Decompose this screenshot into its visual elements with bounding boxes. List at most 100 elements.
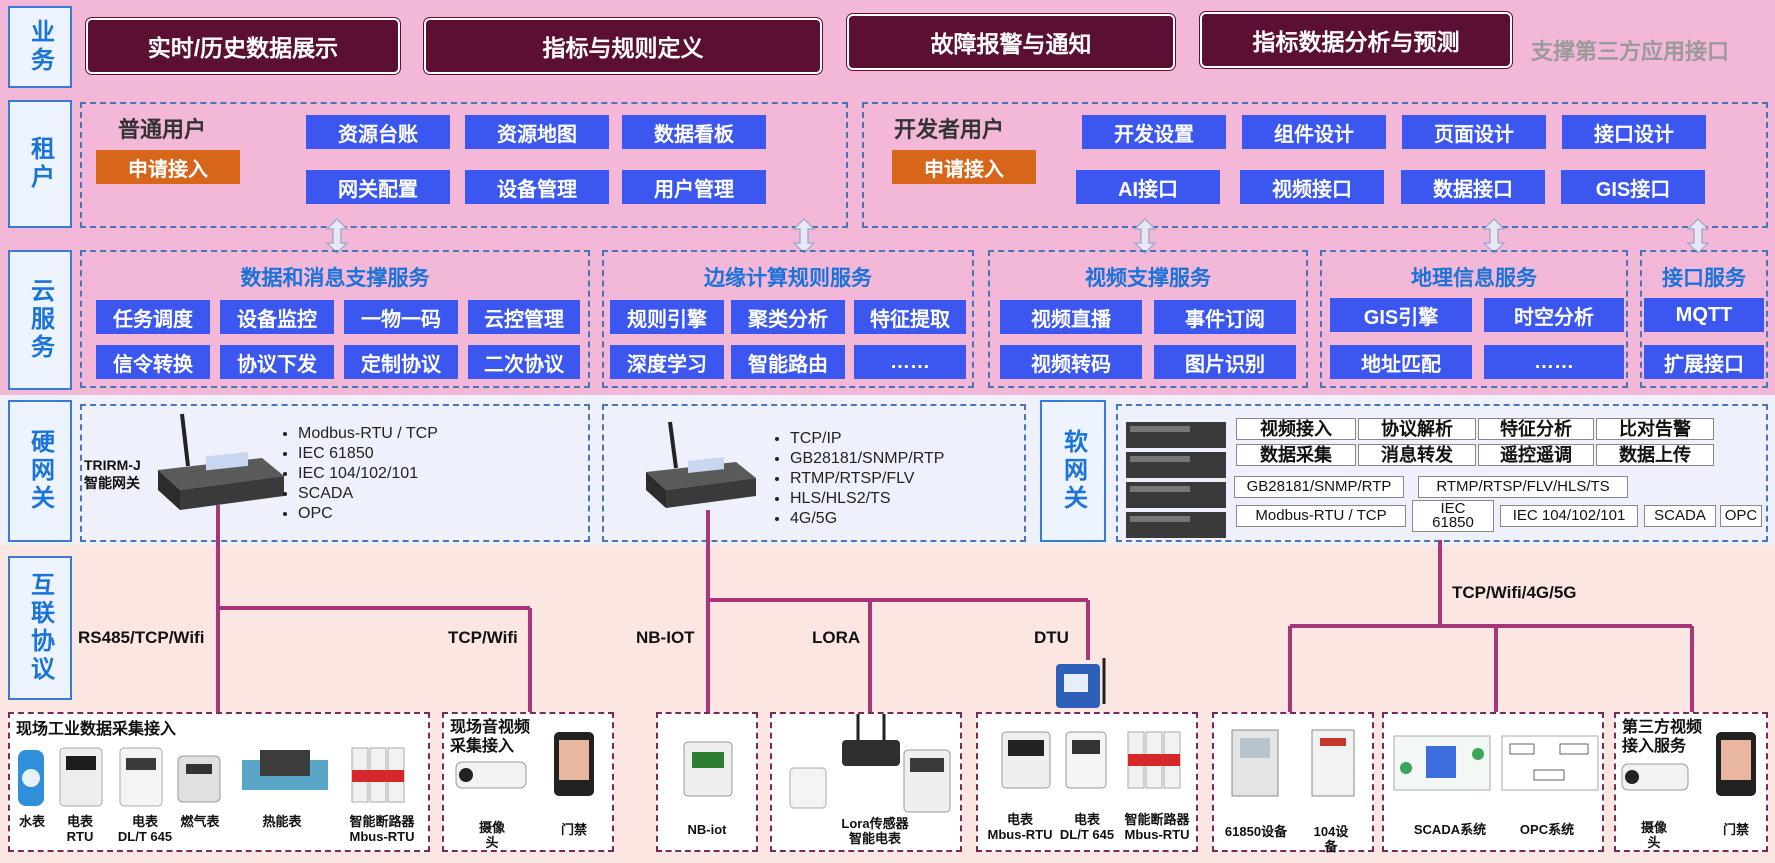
circuit-breaker-icon — [1127, 731, 1181, 789]
tenant-video-api[interactable]: 视频接口 — [1240, 170, 1384, 204]
cloud-protocol-dispatch[interactable]: 协议下发 — [220, 345, 334, 379]
device-scada-label: SCADA系统 — [1413, 822, 1487, 837]
protocol-item: RTMP/RTSP/FLV — [790, 469, 944, 489]
tenant-component-design[interactable]: 组件设计 — [1242, 115, 1386, 149]
cloud-video-transcode[interactable]: 视频转码 — [1000, 345, 1142, 379]
sw-video-access[interactable]: 视频接入 — [1236, 418, 1356, 440]
cloud-data-msg-title: 数据和消息支撑服务 — [240, 267, 430, 290]
server-rack-icon — [1126, 422, 1226, 538]
cloud-edge-more[interactable]: …… — [854, 345, 966, 379]
sw-data-upload[interactable]: 数据上传 — [1596, 444, 1714, 466]
cloud-event-subscribe[interactable]: 事件订阅 — [1154, 300, 1296, 334]
sw-msg-forward[interactable]: 消息转发 — [1358, 444, 1476, 466]
protocol-item: SCADA — [298, 484, 438, 504]
sw-data-collect[interactable]: 数据采集 — [1236, 444, 1356, 466]
cloud-task-schedule[interactable]: 任务调度 — [96, 300, 210, 334]
tenant-page-design[interactable]: 页面设计 — [1402, 115, 1546, 149]
protocol-item: Modbus-RTU / TCP — [298, 424, 438, 444]
cloud-video-title: 视频支撑服务 — [1085, 267, 1211, 290]
tenant-data-api[interactable]: 数据接口 — [1401, 170, 1545, 204]
cloud-geo-more[interactable]: …… — [1484, 345, 1624, 379]
tenant-ai-api[interactable]: AI接口 — [1076, 170, 1220, 204]
cloud-rule-engine[interactable]: 规则引擎 — [610, 300, 724, 334]
device-iec61850-label: 61850设备 — [1224, 824, 1288, 839]
protocol-item: OPC — [298, 504, 438, 524]
cloud-remote-control[interactable]: 云控管理 — [468, 300, 580, 334]
protocol-rs485-label: RS485/TCP/Wifi — [78, 628, 205, 647]
cabinet-icon — [1231, 729, 1279, 797]
biz-indicator-rules[interactable]: 指标与规则定义 — [424, 18, 822, 74]
protocol-item: IEC 104/102/101 — [298, 464, 438, 484]
cloud-feature-extract[interactable]: 特征提取 — [854, 300, 966, 334]
sw-compare-alarm[interactable]: 比对告警 — [1596, 418, 1714, 440]
cloud-signal-convert[interactable]: 信令转换 — [96, 345, 210, 379]
sw-protocol-iec104: IEC 104/102/101 — [1500, 505, 1638, 527]
tenant-developer-title: 开发者用户 — [894, 117, 1005, 142]
biz-fault-alarm[interactable]: 故障报警与通知 — [847, 14, 1175, 70]
tenant-resource-map[interactable]: 资源地图 — [465, 115, 609, 149]
smart-meter-icon — [903, 749, 951, 813]
biz-indicator-analysis[interactable]: 指标数据分析与预测 — [1200, 12, 1512, 68]
device-opc-label: OPC系统 — [1519, 822, 1575, 837]
protocol-item: TCP/IP — [790, 429, 944, 449]
tenant-gateway-config[interactable]: 网关配置 — [306, 170, 450, 204]
layer-tenant: 租户 — [8, 100, 72, 228]
cloud-device-monitor[interactable]: 设备监控 — [220, 300, 334, 334]
sw-remote-control[interactable]: 遥控遥调 — [1478, 444, 1594, 466]
cloud-mqtt[interactable]: MQTT — [1644, 298, 1764, 332]
cloud-video-group — [988, 250, 1308, 388]
tenant-data-board[interactable]: 数据看板 — [622, 115, 766, 149]
opc-diagram-icon — [1501, 735, 1599, 791]
protocol-nbiot-label: NB-IOT — [636, 628, 695, 647]
layer-hw-gateway: 硬网关 — [8, 400, 72, 542]
cloud-api-group — [1640, 250, 1768, 388]
up-down-arrow-icon — [792, 218, 816, 254]
electric-meter-icon — [1001, 731, 1051, 789]
protocol-lora-label: LORA — [812, 628, 861, 647]
cloud-custom-protocol[interactable]: 定制协议 — [344, 345, 458, 379]
protocol-tcp-4g5g-label: TCP/Wifi/4G/5G — [1452, 583, 1577, 602]
cloud-gis-engine[interactable]: GIS引擎 — [1330, 298, 1472, 332]
cloud-spatiotemporal[interactable]: 时空分析 — [1484, 298, 1624, 332]
sw-protocol-parse[interactable]: 协议解析 — [1358, 418, 1476, 440]
device-group-industrial-title: 现场工业数据采集接入 — [16, 721, 177, 738]
cloud-deep-learning[interactable]: 深度学习 — [610, 345, 724, 379]
tenant-device-mgmt[interactable]: 设备管理 — [465, 170, 609, 204]
tenant-user-mgmt[interactable]: 用户管理 — [622, 170, 766, 204]
up-down-arrow-icon — [1133, 218, 1157, 254]
access-control-icon — [1716, 732, 1756, 796]
access-control-icon — [554, 732, 594, 796]
tenant-api-design[interactable]: 接口设计 — [1562, 115, 1706, 149]
cloud-cluster-analysis[interactable]: 聚类分析 — [731, 300, 845, 334]
cloud-smart-routing[interactable]: 智能路由 — [731, 345, 845, 379]
tenant-gis-api[interactable]: GIS接口 — [1561, 170, 1705, 204]
sw-protocol-scada: SCADA — [1644, 505, 1716, 527]
layer-protocol: 互联协议 — [8, 556, 72, 700]
device-meter-rtu-label: 电表 RTU — [66, 814, 94, 844]
electric-meter-icon — [59, 747, 103, 807]
protocol-item: HLS/HLS2/TS — [790, 489, 944, 509]
cloud-extend-api[interactable]: 扩展接口 — [1644, 345, 1764, 379]
cloud-secondary-protocol[interactable]: 二次协议 — [468, 345, 580, 379]
tenant-normal-group — [80, 102, 848, 228]
sw-protocol-opc: OPC — [1720, 505, 1762, 527]
tenant-dev-settings[interactable]: 开发设置 — [1082, 115, 1226, 149]
biz-realtime-history[interactable]: 实时/历史数据展示 — [86, 18, 400, 74]
tenant-developer-apply-button[interactable]: 申请接入 — [892, 150, 1036, 184]
cloud-image-recognition[interactable]: 图片识别 — [1154, 345, 1296, 379]
device-meter-dlt645-label: 电表 DL/T 645 — [117, 814, 173, 844]
lora-gateway-icon — [842, 714, 900, 766]
sw-feature-analysis[interactable]: 特征分析 — [1478, 418, 1594, 440]
sw-protocol-rtmp: RTMP/RTSP/FLV/HLS/TS — [1418, 476, 1628, 498]
cloud-video-live[interactable]: 视频直播 — [1000, 300, 1142, 334]
scada-screen-icon — [1393, 735, 1491, 791]
cloud-geo-title: 地理信息服务 — [1411, 267, 1537, 290]
sw-protocol-gb28181: GB28181/SNMP/RTP — [1234, 476, 1404, 498]
tenant-resource-ledger[interactable]: 资源台账 — [306, 115, 450, 149]
tenant-normal-apply-button[interactable]: 申请接入 — [96, 150, 240, 184]
sw-protocol-modbus: Modbus-RTU / TCP — [1236, 505, 1406, 527]
device-breaker-label: 智能断路器 Mbus-RTU — [349, 814, 415, 844]
water-meter-icon — [18, 750, 44, 806]
cloud-one-item-one-code[interactable]: 一物一码 — [344, 300, 458, 334]
cloud-address-match[interactable]: 地址匹配 — [1330, 345, 1472, 379]
